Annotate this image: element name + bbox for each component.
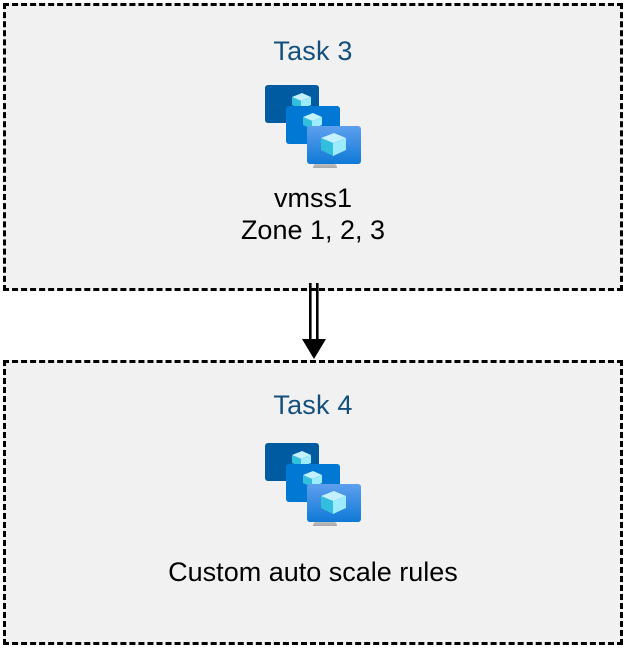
arrow-task3-to-task4 [302,283,326,359]
task4-caption: Custom auto scale rules [6,556,620,588]
vmss-icon [265,85,361,168]
task-title-task4: Task 4 [273,390,353,420]
task3-caption-line-2: Zone 1, 2, 3 [240,215,386,245]
task3-caption-line-1: vmss1 [273,183,352,213]
vmss-icon [265,443,361,526]
task-box-task3[interactable]: Task 3 [3,3,623,291]
task-title-task3: Task 3 [273,36,353,66]
task4-caption-line-1: Custom auto scale rules [168,557,458,587]
task-box-task4[interactable]: Task 4 [3,360,623,645]
task3-caption: vmss1 Zone 1, 2, 3 [6,182,620,246]
